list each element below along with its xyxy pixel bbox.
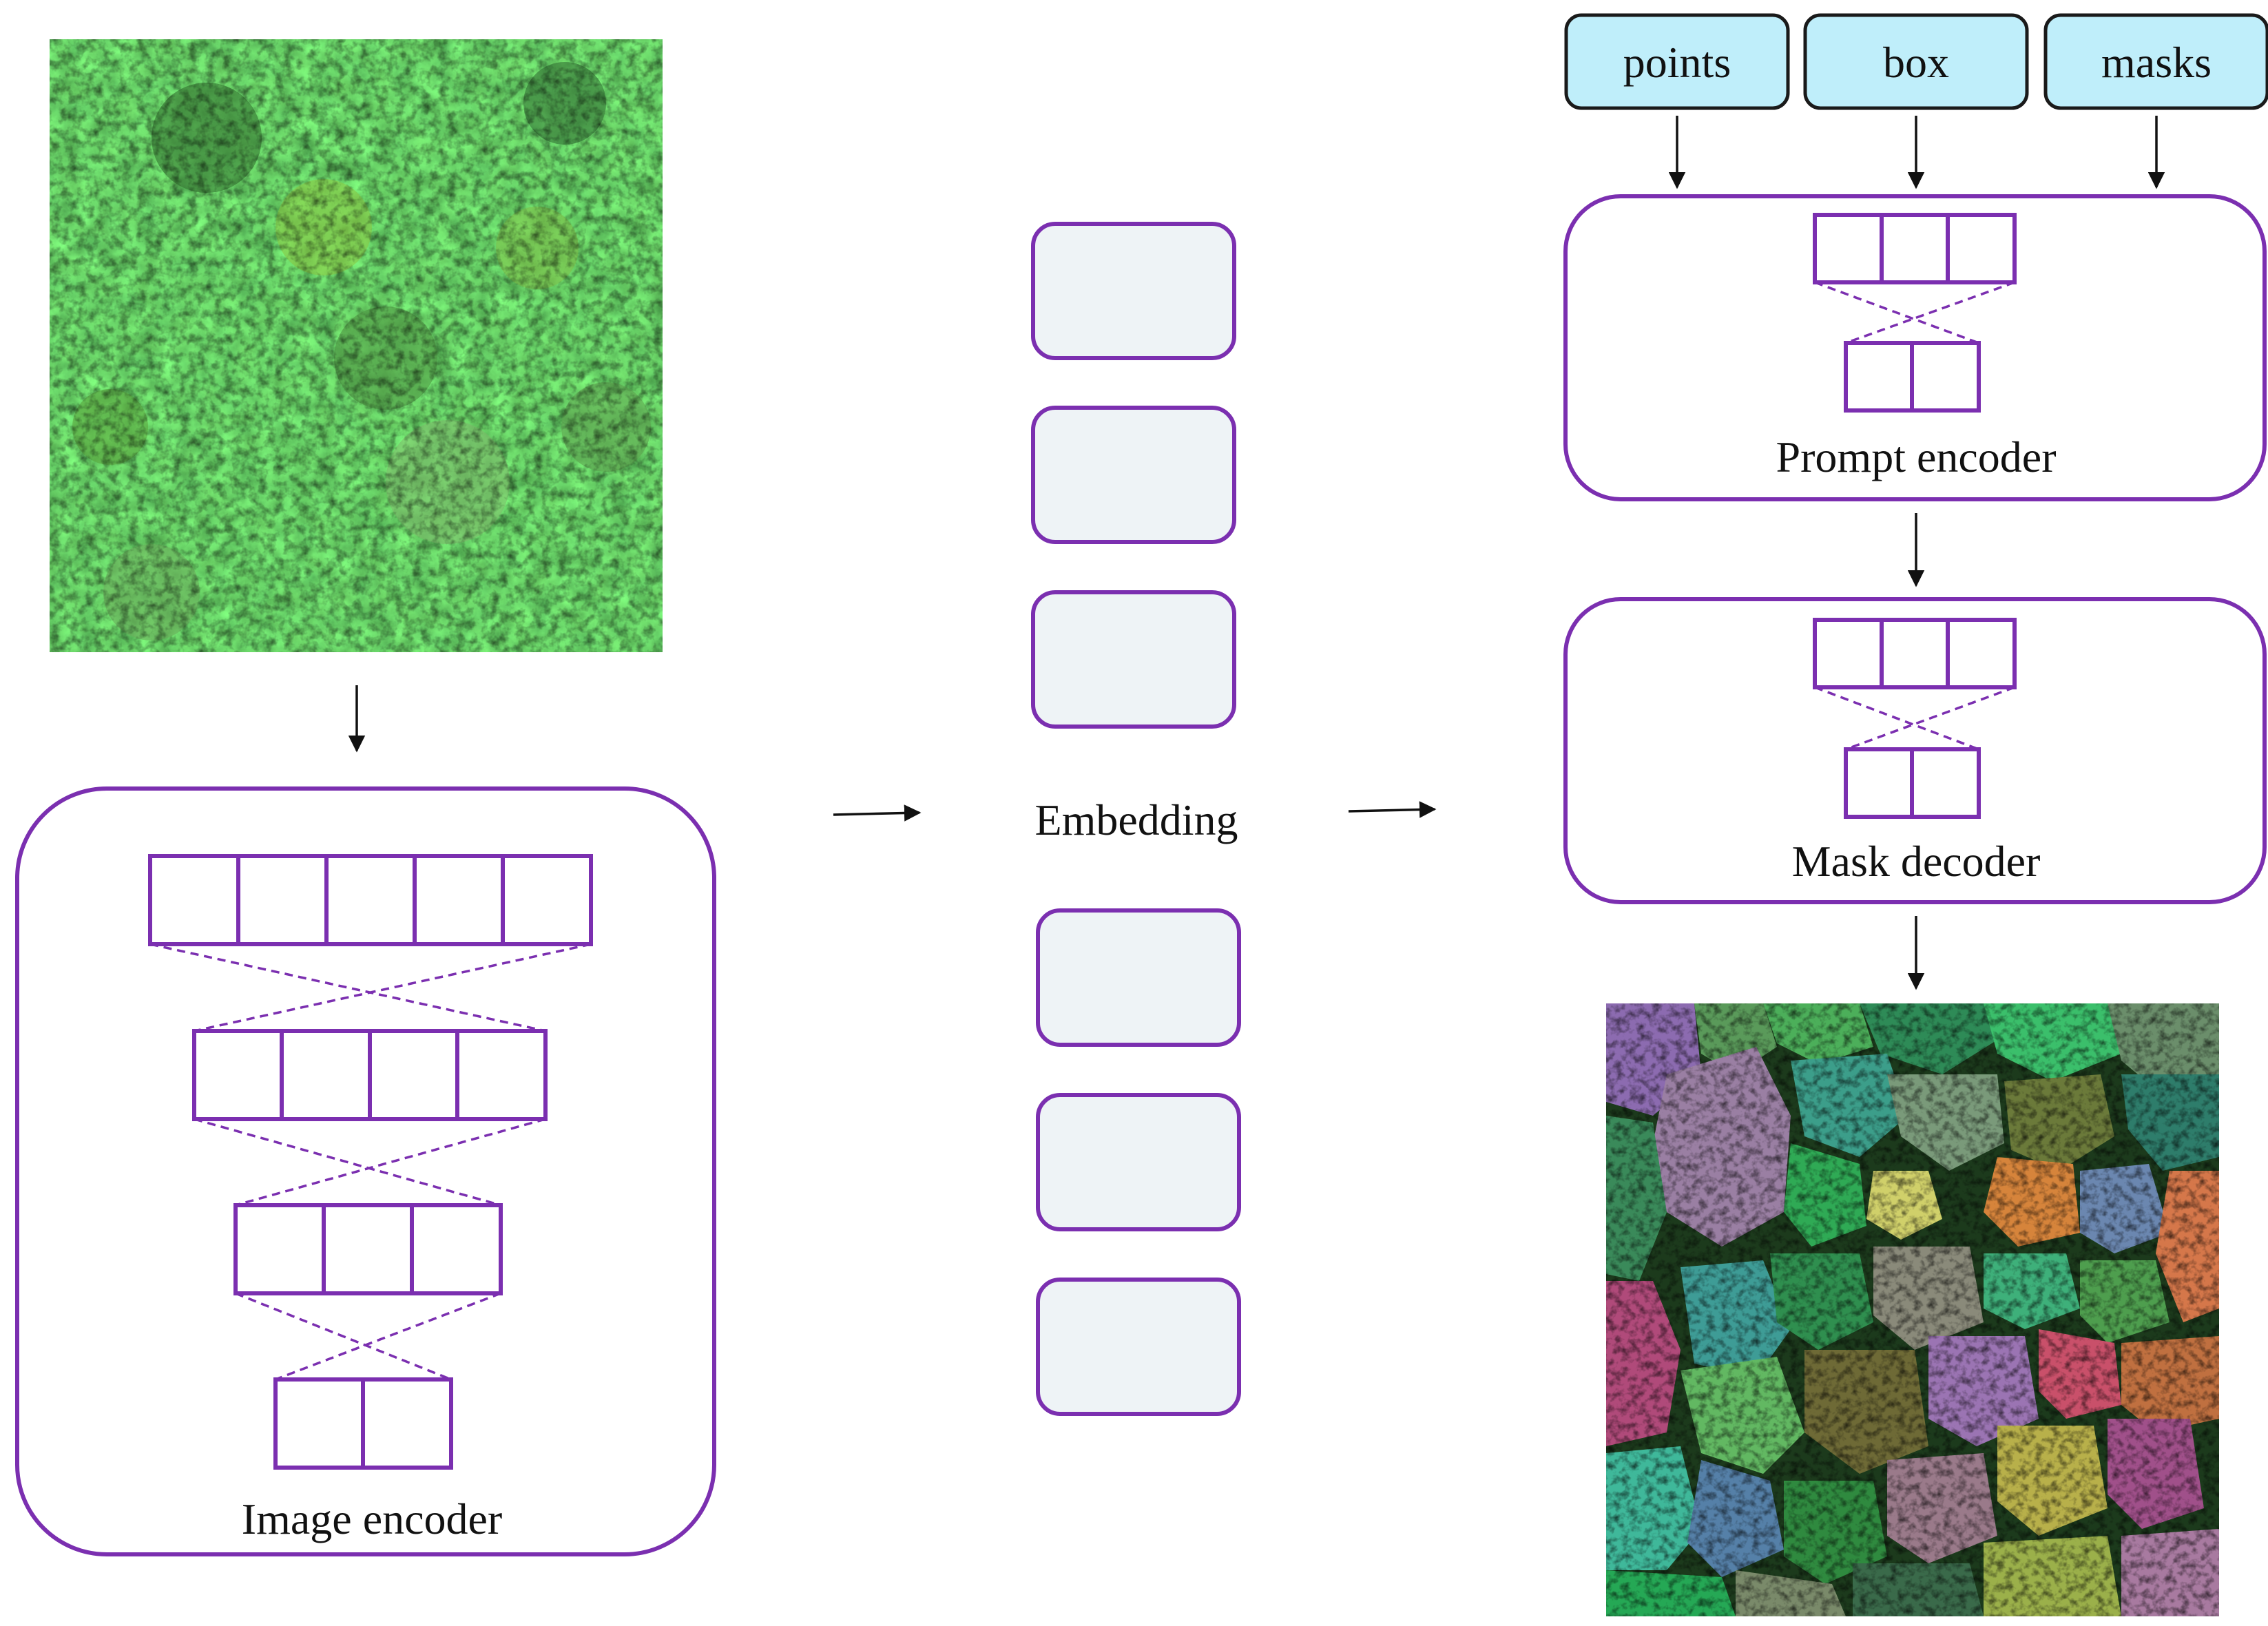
embedding-token-3 [1031, 590, 1236, 729]
points-prompt-box [1564, 13, 1790, 110]
prompt-arrows [1668, 116, 2165, 189]
arrow-encoder-to-embedding [833, 804, 922, 822]
input-forest-image [50, 39, 663, 652]
embedding-token-1 [1031, 222, 1236, 360]
embedding-column [1031, 222, 1241, 1416]
points-prompt-label: points [1623, 38, 1731, 87]
image-encoder-label: Image encoder [242, 1494, 502, 1543]
encoder-connector-1 [149, 943, 592, 1032]
mask-decoder-connector [1814, 686, 2015, 751]
encoder-layer-2 [192, 1029, 548, 1121]
encoder-layer-3 [233, 1203, 503, 1295]
embedding-label: Embedding [1034, 795, 1238, 844]
prompt-encoder-block: Prompt encoder [1563, 194, 2267, 501]
mask-decoder-label: Mask decoder [1792, 837, 2041, 886]
embedding-token-4 [1036, 908, 1241, 1047]
image-encoder-container [15, 786, 716, 1556]
prompt-encoder-layer-top [1813, 213, 2017, 284]
encoder-connector-2 [194, 1118, 546, 1207]
embedding-token-2 [1031, 406, 1236, 544]
arrow-embedding-to-decoder [1348, 801, 1437, 818]
mask-decoder-layer-bottom [1844, 747, 1981, 819]
prompt-encoder-connector [1814, 281, 2015, 344]
encoder-connector-3 [235, 1292, 501, 1381]
prompt-encoder-layer-bottom [1844, 341, 1981, 413]
prompt-inputs: points box masks [1564, 13, 2268, 110]
prompt-encoder-label: Prompt encoder [1776, 432, 2057, 481]
box-prompt-box [1803, 13, 2029, 110]
mask-decoder-layer-top [1813, 618, 2017, 689]
encoder-layer-4 [273, 1377, 453, 1470]
box-prompt-label: box [1883, 38, 1949, 87]
masks-prompt-box [2043, 13, 2268, 110]
output-segmented-image [1606, 1003, 2219, 1616]
prompt-encoder-container [1563, 194, 2267, 501]
mask-decoder-block: Mask decoder [1563, 597, 2267, 904]
encoder-layer-1 [148, 854, 593, 946]
masks-prompt-label: masks [2101, 38, 2212, 87]
mask-decoder-container [1563, 597, 2267, 904]
embedding-token-5 [1036, 1093, 1241, 1231]
embedding-token-6 [1036, 1278, 1241, 1416]
image-encoder-block: Image encoder [15, 786, 716, 1556]
